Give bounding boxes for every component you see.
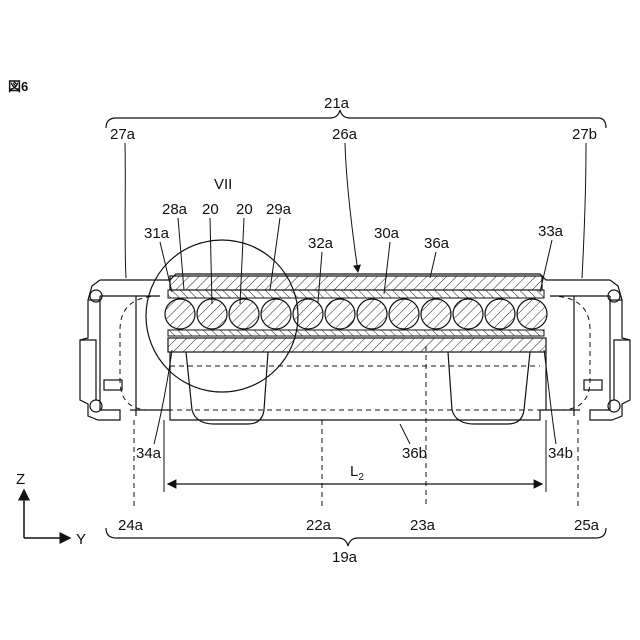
battery-cell — [165, 299, 195, 329]
label-27a: 27a — [110, 126, 136, 143]
label-34b: 34b — [548, 445, 573, 462]
brace-19a — [106, 528, 606, 546]
label-26a: 26a — [332, 126, 358, 143]
band-30a — [168, 290, 544, 298]
label-20-a: 20 — [202, 201, 219, 218]
axis-indicator: Z Y — [16, 471, 86, 548]
plate-36b — [168, 338, 546, 352]
cover-36a — [170, 276, 542, 290]
cell-row — [165, 299, 547, 329]
leader-27a — [125, 143, 126, 278]
label-30a: 30a — [374, 225, 400, 242]
label-36b: 36b — [402, 445, 427, 462]
band-lower — [168, 330, 544, 336]
label-22a: 22a — [306, 517, 332, 534]
label-19a: 19a — [332, 549, 358, 566]
battery-cell — [229, 299, 259, 329]
battery-cell — [389, 299, 419, 329]
axis-y-label: Y — [76, 531, 86, 548]
leader-27b — [582, 143, 586, 278]
axis-z-label: Z — [16, 471, 25, 488]
label-24a: 24a — [118, 517, 144, 534]
battery-cell — [517, 299, 547, 329]
label-25a: 25a — [574, 517, 600, 534]
label-36a: 36a — [424, 235, 450, 252]
supports — [170, 352, 546, 424]
label-23a: 23a — [410, 517, 436, 534]
battery-cell — [261, 299, 291, 329]
battery-cell — [357, 299, 387, 329]
label-VII: VII — [214, 176, 232, 193]
battery-cell — [325, 299, 355, 329]
label-L2: L2 — [350, 463, 364, 483]
label-28a: 28a — [162, 201, 188, 218]
battery-cell — [421, 299, 451, 329]
figure-label: 図6 — [8, 79, 28, 94]
label-29a: 29a — [266, 201, 292, 218]
label-34a: 34a — [136, 445, 162, 462]
battery-cell — [453, 299, 483, 329]
label-27b: 27b — [572, 126, 597, 143]
leader-26a — [345, 143, 358, 272]
label-32a: 32a — [308, 235, 334, 252]
label-33a: 33a — [538, 223, 564, 240]
label-20-b: 20 — [236, 201, 253, 218]
battery-cell — [485, 299, 515, 329]
label-31a: 31a — [144, 225, 170, 242]
label-21a: 21a — [324, 95, 350, 112]
